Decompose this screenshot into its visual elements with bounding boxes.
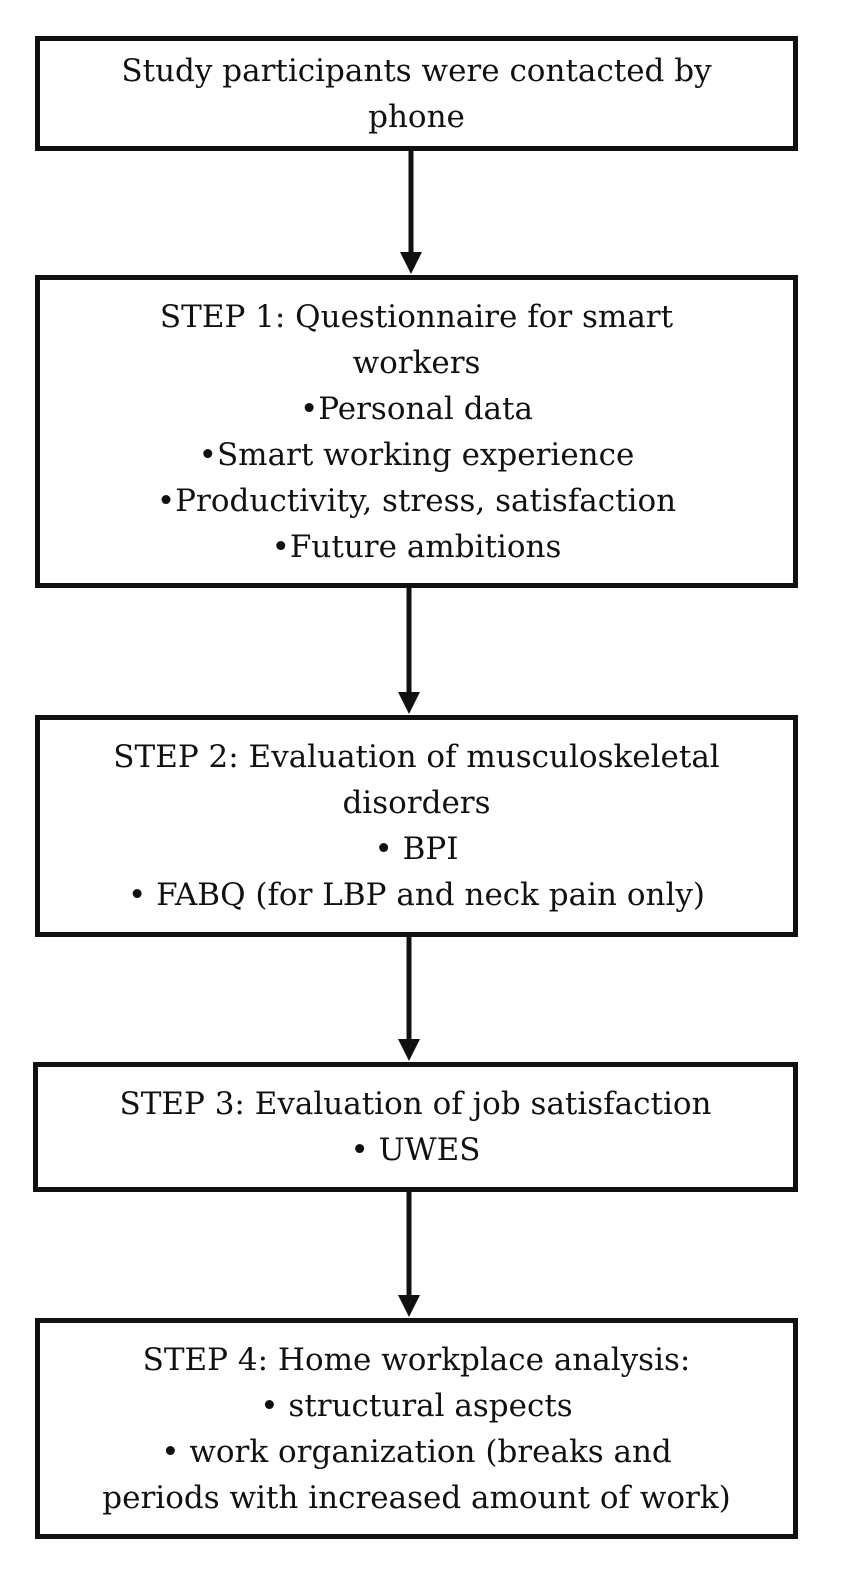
step-2-item-bpi: • BPI: [374, 831, 459, 867]
step-4-item-work-organization-continued: periods with increased amount of work): [102, 1479, 731, 1516]
box-step-1-questionnaire: STEP 1: Questionnaire for smart workers …: [35, 275, 798, 588]
step-1-item-productivity: •Productivity, stress, satisfaction: [156, 482, 677, 519]
step-2-title: STEP 2: Evaluation of musculoskeletal: [113, 739, 720, 775]
box-step-3-job-satisfaction: STEP 3: Evaluation of job satisfaction •…: [33, 1062, 798, 1192]
step-1-title: STEP 1: Questionnaire for smart: [159, 298, 674, 335]
box-text-line: Study participants were contacted by: [121, 52, 712, 89]
step-1-title-continued: workers: [352, 344, 481, 381]
step-4-title: STEP 4: Home workplace analysis:: [142, 1341, 691, 1378]
step-2-title-continued: disorders: [342, 785, 491, 821]
step-3-item-uwes: • UWES: [350, 1132, 481, 1168]
step-4-item-structural-aspects: • structural aspects: [260, 1387, 573, 1424]
box-text-line: phone: [368, 98, 465, 135]
arrowhead-down-icon: [400, 252, 422, 274]
step-1-item-future-ambitions: •Future ambitions: [271, 528, 562, 565]
step-4-item-work-organization: • work organization (breaks and: [161, 1433, 672, 1470]
box-step-4-home-workplace: STEP 4: Home workplace analysis: • struc…: [35, 1318, 798, 1539]
arrowhead-down-icon: [398, 1295, 420, 1317]
step-3-title: STEP 3: Evaluation of job satisfaction: [119, 1086, 712, 1122]
arrowhead-down-icon: [398, 1039, 420, 1061]
arrowhead-down-icon: [398, 692, 420, 714]
box-step-2-musculoskeletal: STEP 2: Evaluation of musculoskeletal di…: [35, 715, 798, 937]
step-1-item-personal-data: •Personal data: [300, 390, 533, 427]
step-1-item-smart-working-experience: •Smart working experience: [198, 436, 635, 473]
box-contacted-by-phone: Study participants were contacted by pho…: [35, 36, 798, 151]
step-2-item-fabq: • FABQ (for LBP and neck pain only): [127, 877, 706, 913]
